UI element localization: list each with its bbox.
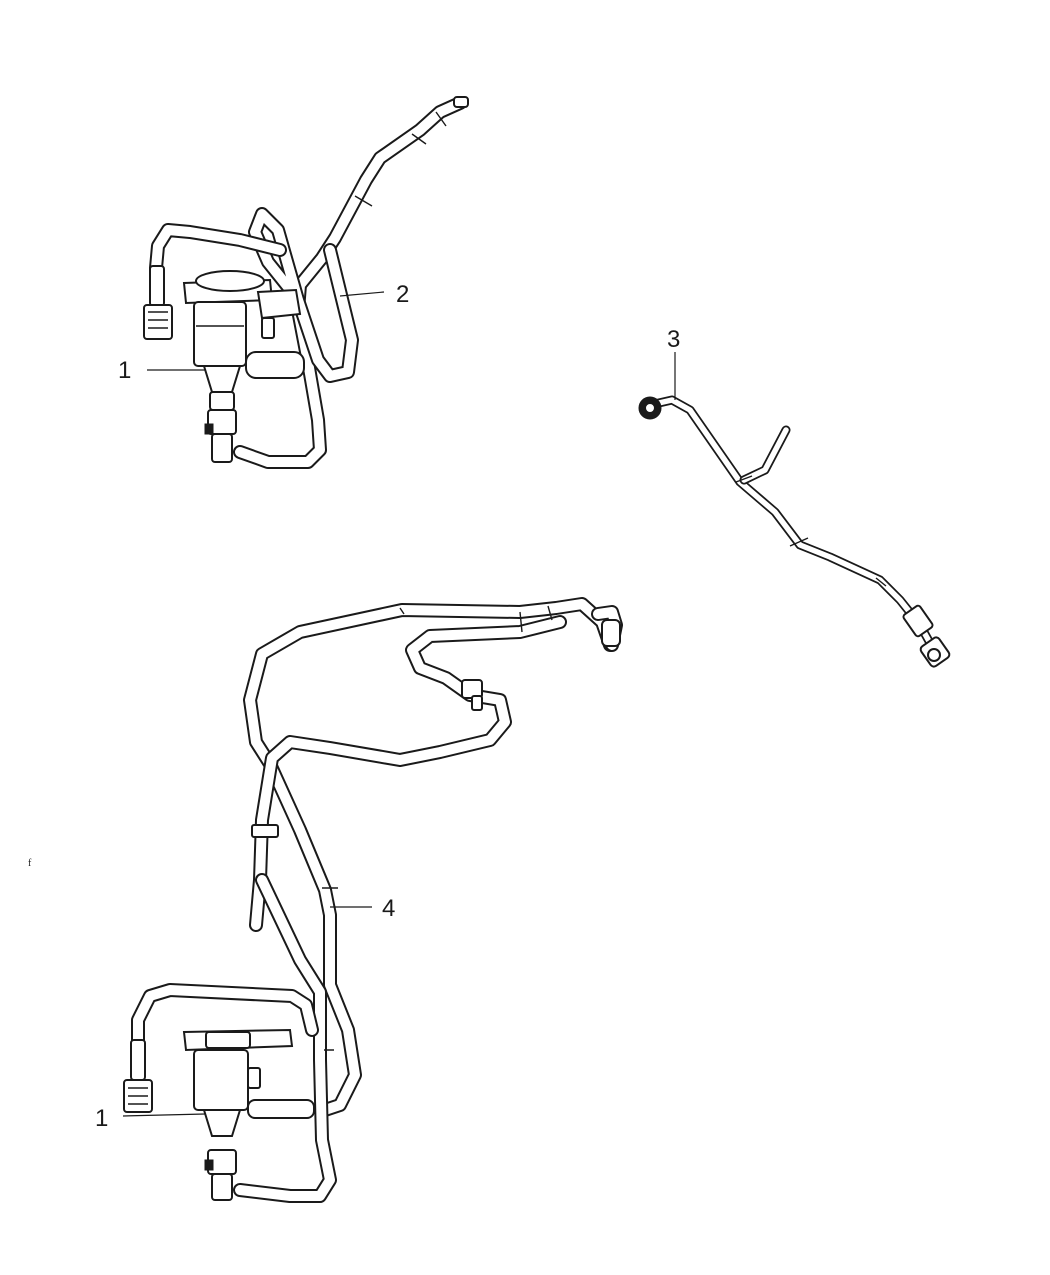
callout-4: 4 (382, 895, 395, 922)
bottom-vacuum-assembly: 4 1 (95, 597, 623, 1203)
top-solenoid-body (182, 270, 305, 463)
callout-2: 2 (396, 281, 409, 308)
hose-3-assembly: 3 (638, 326, 951, 668)
callout-1-bottom: 1 (95, 1105, 108, 1132)
hose-4 (131, 597, 623, 1203)
stray-mark: f (28, 858, 32, 869)
callout-1-bottom-leader (122, 1113, 206, 1117)
top-electrical-connector (143, 265, 173, 340)
callout-3: 3 (667, 326, 680, 353)
callout-2-leader (339, 291, 385, 297)
bottom-electrical-connector (123, 1039, 153, 1113)
bottom-solenoid-body (182, 1028, 315, 1201)
callout-1-top: 1 (118, 357, 131, 384)
top-vacuum-assembly: 2 1 (118, 96, 469, 469)
